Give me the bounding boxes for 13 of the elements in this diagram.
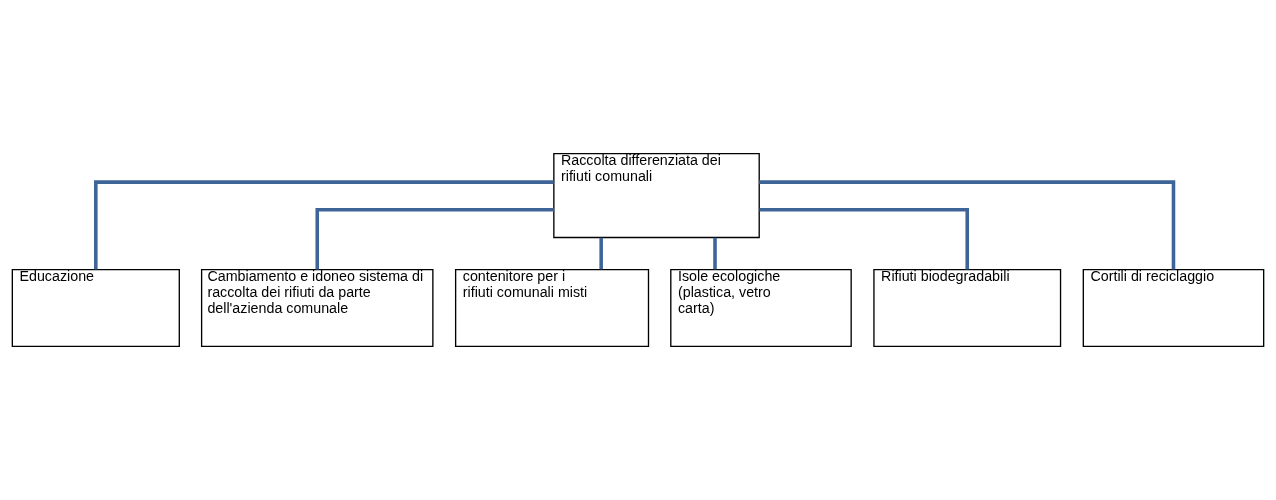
node-box: Cambiamento e idoneo sistema di raccolta dei rifiuti da parte dell'azienda comunale — [200, 268, 434, 348]
connector — [759, 208, 970, 270]
connector — [94, 180, 554, 270]
node-box: Educazione — [11, 268, 180, 348]
node-box: Cortili di reciclaggio — [1082, 268, 1265, 348]
connector — [713, 237, 717, 270]
connector — [315, 208, 554, 270]
node-box: contenitore per i rifiuti comunali misti — [454, 268, 650, 348]
node-box: Raccolta differenziata dei rifiuti comunali — [553, 152, 760, 239]
connector — [599, 237, 603, 270]
node-box: Isole ecologiche (plastica, vetro carta) — [670, 268, 852, 348]
node-box: Rifiuti biodegradabili — [873, 268, 1062, 348]
connector — [759, 180, 1176, 270]
